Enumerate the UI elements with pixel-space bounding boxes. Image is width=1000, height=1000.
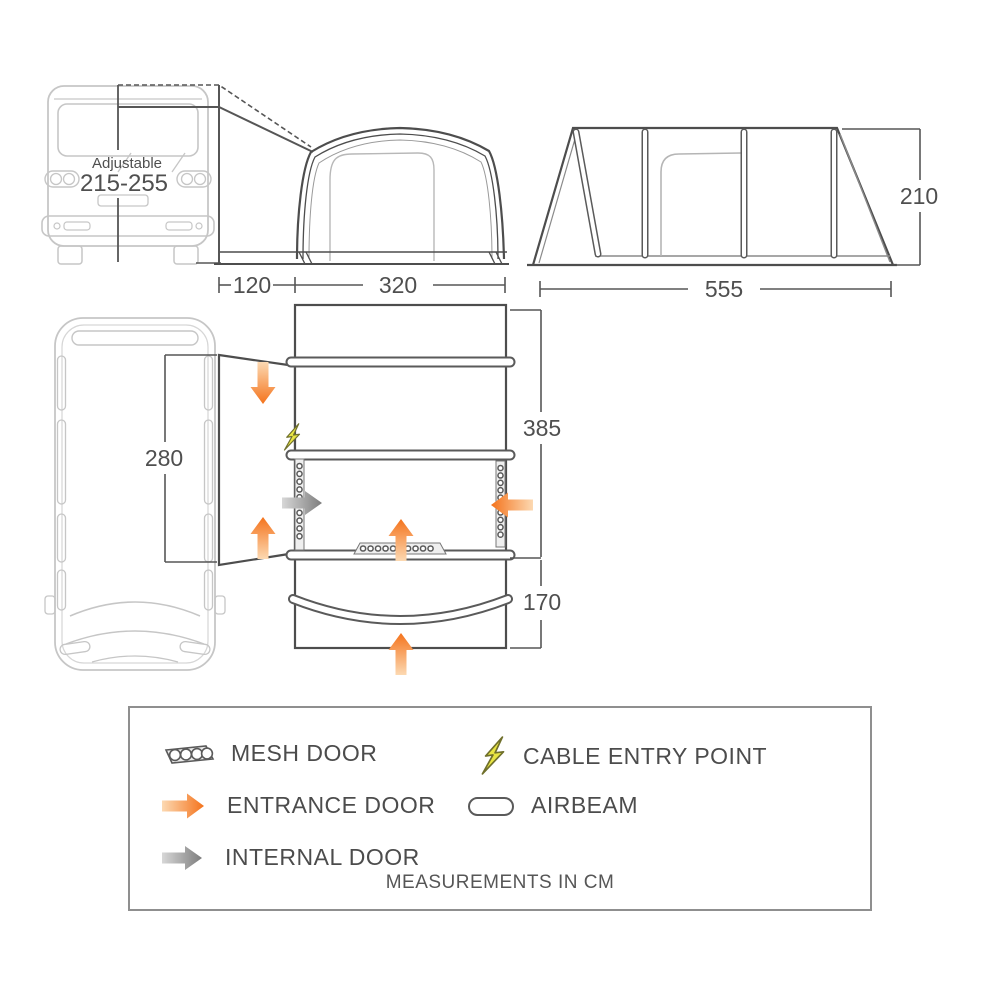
- legend-item-internal-door: INTERNAL DOOR: [160, 844, 420, 871]
- legend-item-mesh-door: MESH DOOR: [160, 740, 377, 767]
- adjustable-label: Adjustable: [92, 155, 162, 172]
- cable-entry-icon: [481, 736, 505, 775]
- floorplan-outline: [293, 303, 508, 650]
- awning-side-view: [527, 126, 897, 267]
- legend-item-airbeam: AIRBEAM: [466, 792, 638, 819]
- van-top-view: [44, 317, 226, 671]
- canopy-depth-value: 170: [523, 589, 561, 615]
- awning-width-value: 320: [379, 272, 417, 298]
- dimension-170: 170: [510, 560, 561, 649]
- dimension-210: 210: [842, 128, 938, 266]
- van-front-view: [41, 85, 215, 265]
- legend-item-entrance-door: ENTRANCE DOOR: [160, 792, 435, 819]
- side-height-value: 210: [900, 183, 938, 209]
- dimension-555: 555: [539, 276, 892, 302]
- legend-label-mesh-door: MESH DOOR: [231, 740, 378, 766]
- dimension-280: 280: [145, 354, 217, 563]
- legend-item-cable-entry: CABLE ENTRY POINT: [480, 736, 767, 776]
- tunnel-side-view: [118, 84, 314, 264]
- tunnel-width-value: 120: [233, 272, 271, 298]
- side-length-value: 555: [705, 276, 743, 302]
- internal-door-icon: [162, 845, 202, 870]
- airbeam-icon: [468, 796, 514, 816]
- legend-label-cable-entry: CABLE ENTRY POINT: [523, 742, 768, 769]
- adjustable-range: 215-255: [80, 170, 168, 197]
- awning-front-view: [214, 126, 509, 265]
- side-door-outline: [660, 152, 742, 256]
- measurements-note: MEASUREMENTS IN CM: [385, 872, 615, 893]
- side-airbeam-tubes: [572, 128, 838, 259]
- legend-label-airbeam: AIRBEAM: [531, 792, 639, 818]
- dimension-385: 385: [510, 309, 561, 559]
- dimension-adjustable: Adjustable 215-255: [80, 85, 168, 262]
- living-depth-value: 385: [523, 415, 561, 441]
- front-door-outline: [329, 152, 435, 261]
- mesh-door-icon: [164, 744, 215, 764]
- legend-label-entrance-door: ENTRANCE DOOR: [227, 792, 436, 818]
- dimension-120-320: 120 320: [218, 272, 506, 298]
- van-attachment-value: 280: [145, 445, 183, 471]
- entrance-door-icon: [162, 793, 204, 818]
- plan-airbeam-tubes: [285, 356, 516, 625]
- legend-label-internal-door: INTERNAL DOOR: [225, 844, 420, 870]
